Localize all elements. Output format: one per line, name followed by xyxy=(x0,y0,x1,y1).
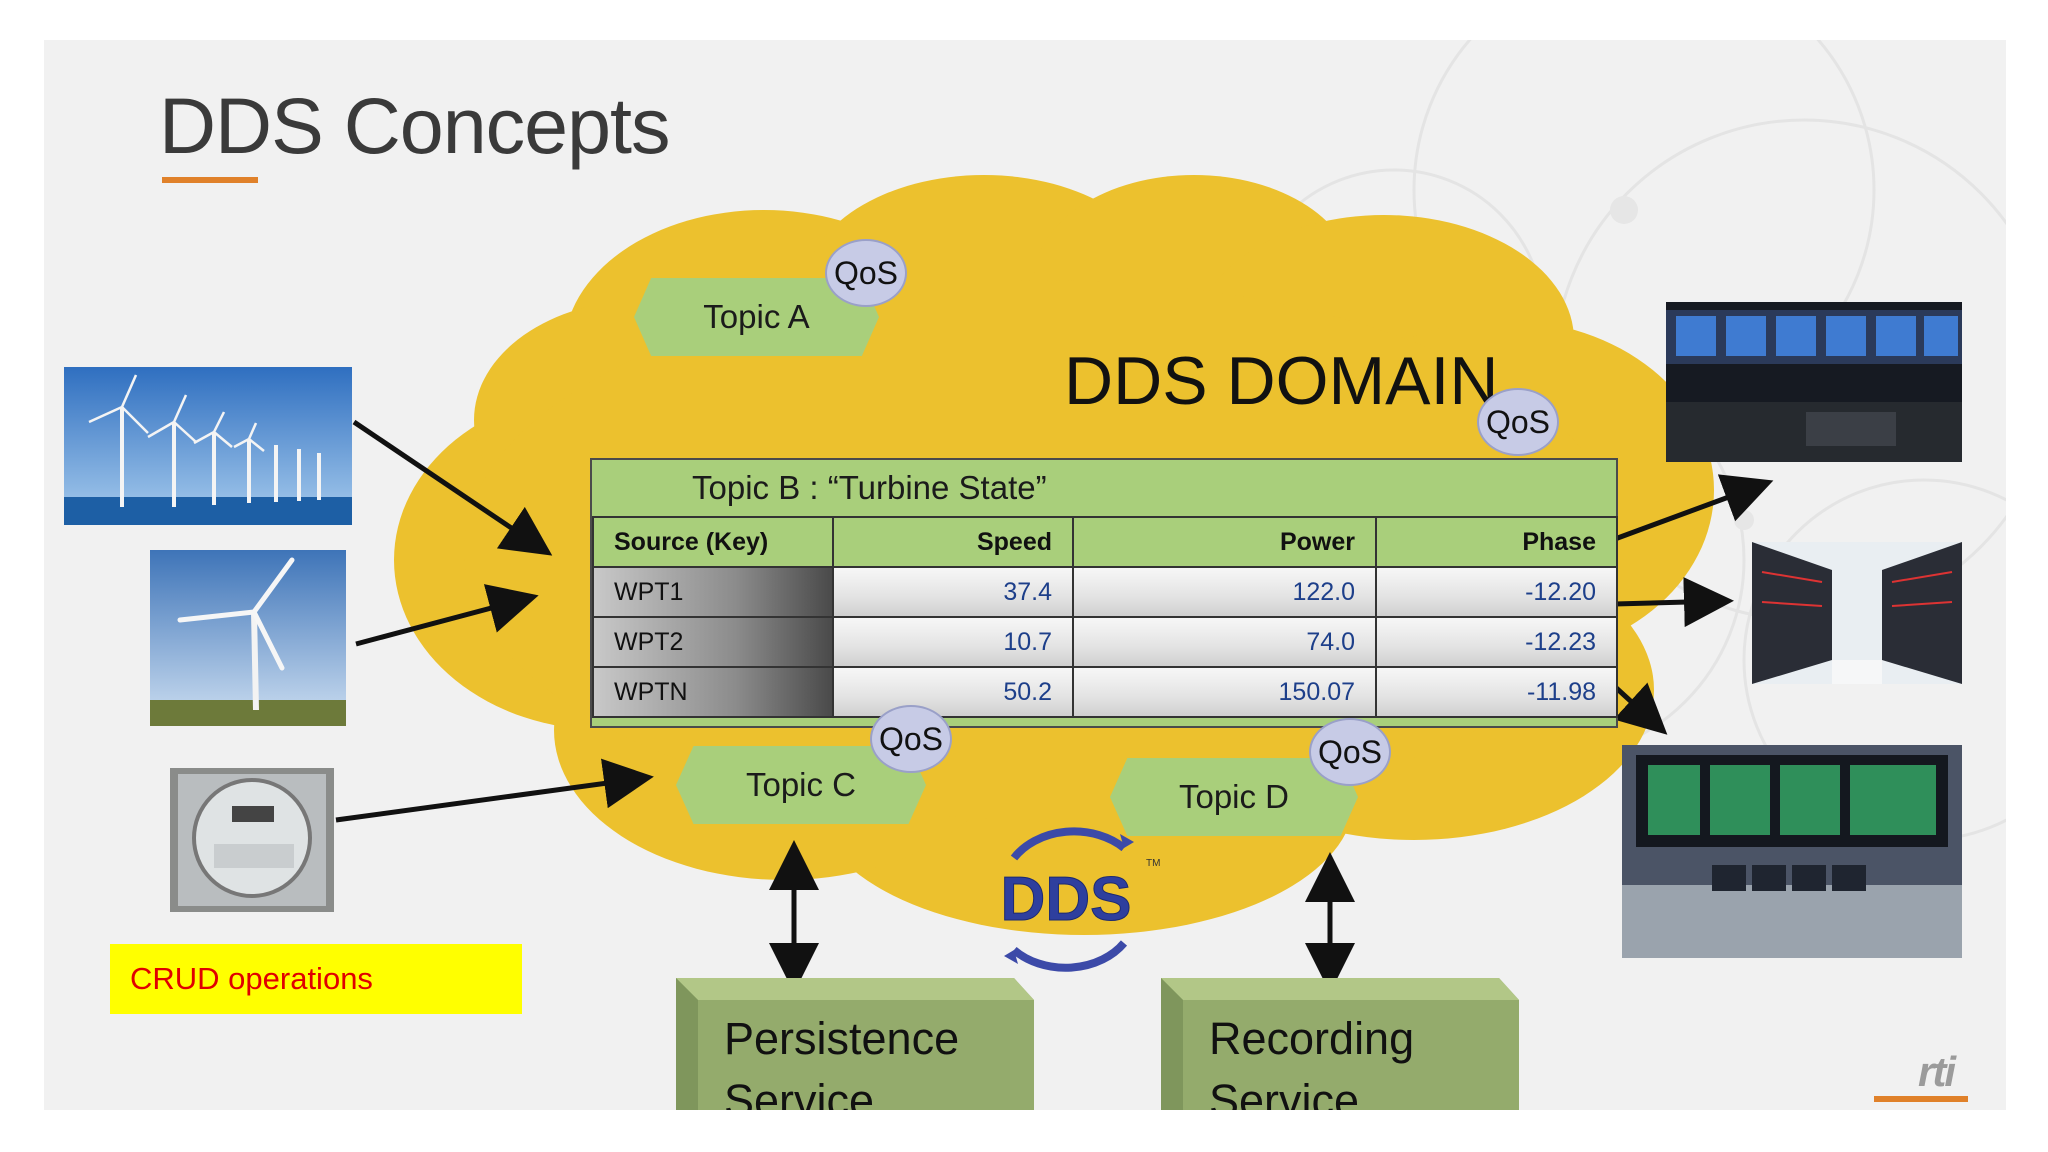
topic-c-label: Topic C xyxy=(745,766,857,803)
cell-key: WPTN xyxy=(592,666,834,718)
table-row: WPT2 10.7 74.0 -12.23 xyxy=(592,616,1618,668)
control-room-photo xyxy=(1666,302,1962,462)
topic-c: Topic C xyxy=(676,746,926,824)
slide: DDS Concepts xyxy=(44,40,2006,1110)
logo-arc-top xyxy=(1010,827,1127,861)
qos-badge-topic-b: QoS xyxy=(1477,388,1559,456)
logo-arc-bottom xyxy=(1011,940,1128,972)
topic-b-table: Topic B : “Turbine State” Source (Key) S… xyxy=(590,458,1618,728)
rti-logo: rti xyxy=(1918,1048,1956,1095)
table-row: WPTN 50.2 150.07 -11.98 xyxy=(592,666,1618,718)
rti-logo-underline xyxy=(1874,1096,1968,1102)
header-power: Power xyxy=(1072,516,1377,568)
slide-title: DDS Concepts xyxy=(159,81,670,170)
crud-operations-label: CRUD operations xyxy=(110,944,522,1014)
cell-phase: -12.20 xyxy=(1375,566,1618,618)
cell-speed: 37.4 xyxy=(832,566,1074,618)
server-racks-photo xyxy=(1752,542,1962,684)
arrow-meter-to-topic-c xyxy=(335,758,654,823)
offshore-wind-farm-photo xyxy=(64,367,352,525)
qos-badge-topic-a: QoS xyxy=(825,239,907,307)
cell-power: 122.0 xyxy=(1072,566,1377,618)
recording-service-box: Recording Service xyxy=(1161,978,1519,1110)
logo-tm: TM xyxy=(1146,858,1160,869)
dds-domain-label: DDS DOMAIN xyxy=(1064,343,1499,419)
recording-service-label: Recording Service xyxy=(1209,1013,1415,1110)
cell-power: 150.07 xyxy=(1072,666,1377,718)
grid-control-center-photo xyxy=(1622,745,1962,958)
dds-logo: DDS TM xyxy=(974,818,1164,978)
topic-a-label: Topic A xyxy=(703,298,810,335)
table-row: WPT1 37.4 122.0 -12.20 xyxy=(592,566,1618,618)
persistence-service-box: Persistence Service xyxy=(676,978,1034,1110)
topic-b-title: Topic B : “Turbine State” xyxy=(692,469,1047,506)
cell-power: 74.0 xyxy=(1072,616,1377,668)
cell-phase: -12.23 xyxy=(1375,616,1618,668)
cell-speed: 50.2 xyxy=(832,666,1074,718)
smart-meter-photo xyxy=(170,768,334,912)
arrow-turbine-to-table xyxy=(355,584,539,647)
arrow-wind-farm-to-table xyxy=(352,419,553,556)
logo-text: DDS xyxy=(1001,865,1132,934)
wind-turbine-photo xyxy=(150,550,346,726)
header-phase: Phase xyxy=(1375,516,1618,568)
title-underline xyxy=(162,177,258,183)
qos-badge-topic-d: QoS xyxy=(1309,718,1391,786)
cell-key: WPT2 xyxy=(592,616,834,668)
persistence-service-label: Persistence Service xyxy=(724,1013,960,1110)
topic-a: Topic A xyxy=(634,278,879,356)
cell-phase: -11.98 xyxy=(1375,666,1618,718)
turbine-state-table: Source (Key) Speed Power Phase WPT1 37.4… xyxy=(592,516,1618,718)
header-speed: Speed xyxy=(832,516,1074,568)
header-source-key: Source (Key) xyxy=(592,516,834,568)
cell-key: WPT1 xyxy=(592,566,834,618)
cell-speed: 10.7 xyxy=(832,616,1074,668)
topic-d-label: Topic D xyxy=(1178,778,1290,815)
qos-badge-topic-c: QoS xyxy=(870,705,952,773)
